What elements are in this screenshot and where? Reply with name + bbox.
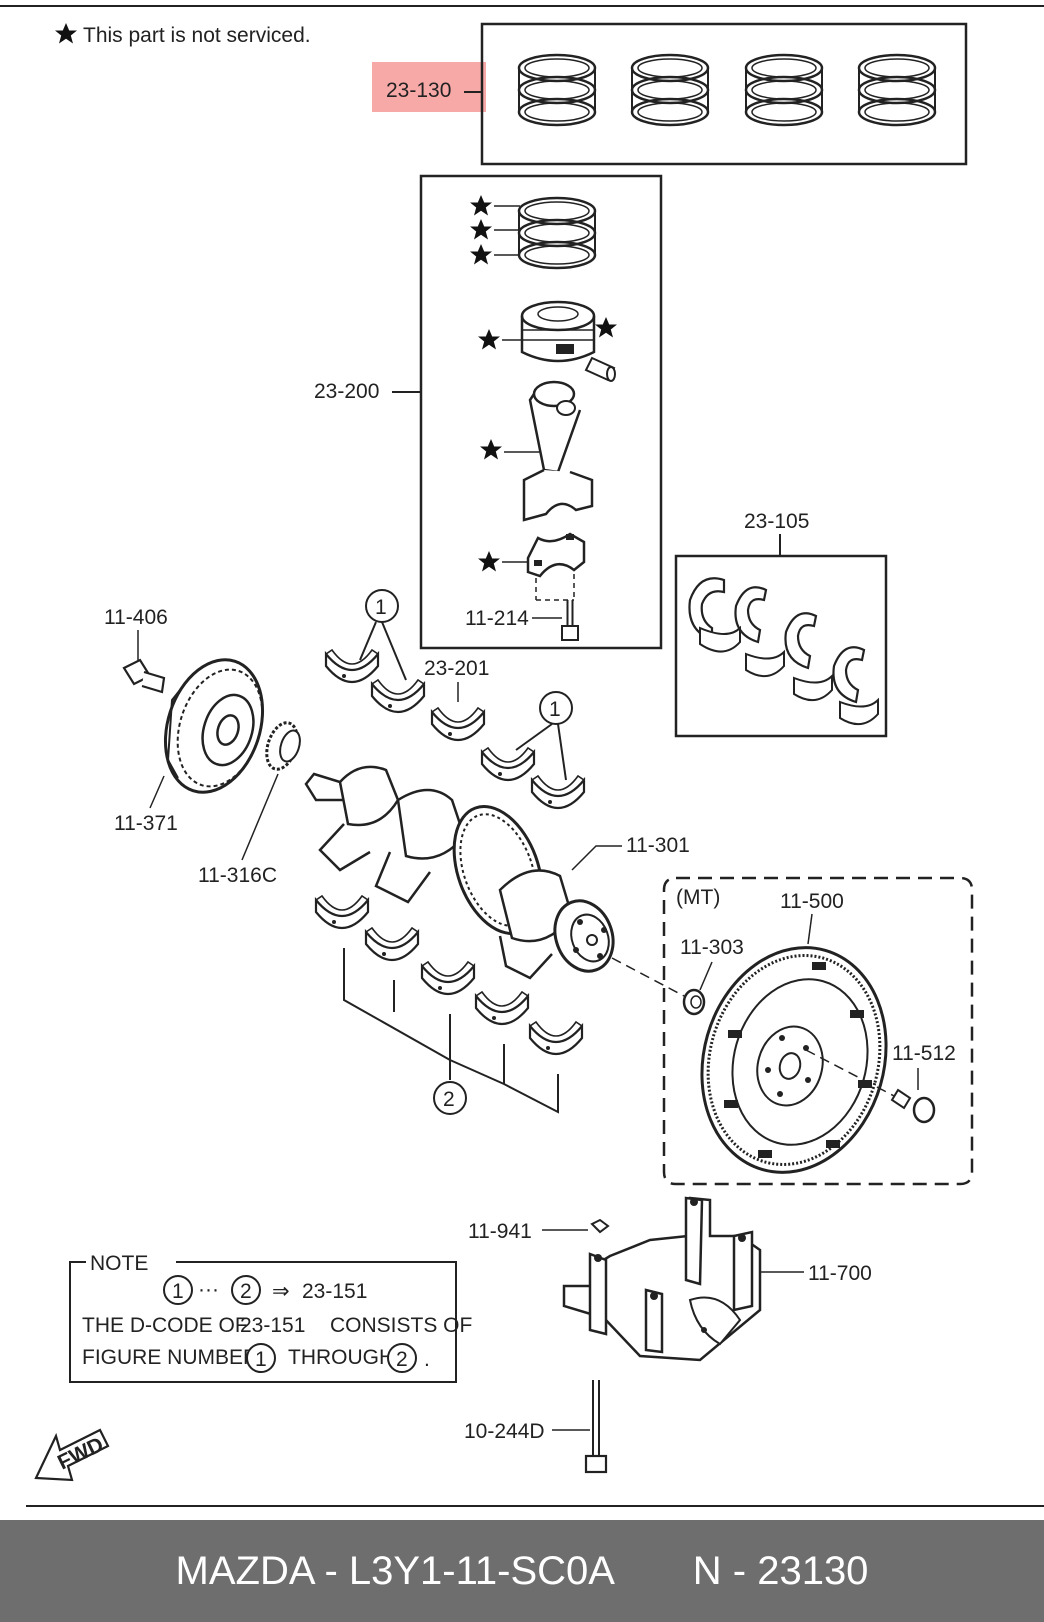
upper-main-bearing[interactable] bbox=[530, 774, 586, 810]
connecting-rod-cap[interactable] bbox=[526, 532, 586, 578]
piston-rings[interactable] bbox=[519, 198, 595, 268]
piston-ring-set-4[interactable] bbox=[859, 55, 935, 125]
circle-2-lower: 2 bbox=[343, 948, 559, 1115]
upper-main-bearing[interactable] bbox=[370, 678, 426, 714]
label-11-941[interactable]: 11-941 bbox=[468, 1220, 532, 1243]
note-dots: ··· bbox=[198, 1278, 219, 1301]
svg-text:.: . bbox=[424, 1348, 430, 1371]
exploded-parts-diagram: This part is not serviced. 23-130 bbox=[0, 5, 1044, 1507]
note-code-2: 23-151 bbox=[240, 1314, 305, 1337]
label-11-700[interactable]: 11-700 bbox=[808, 1262, 872, 1285]
lower-main-bearing[interactable] bbox=[314, 894, 370, 930]
label-23-200[interactable]: 23-200 bbox=[314, 380, 379, 403]
label-23-105[interactable]: 23-105 bbox=[744, 510, 809, 533]
piston-ring-sets-box bbox=[480, 22, 968, 166]
note-line2-pre: THE D-CODE OF bbox=[82, 1314, 248, 1337]
piston-ring-set-1[interactable] bbox=[519, 55, 595, 125]
thrust-washer-set[interactable] bbox=[688, 577, 879, 725]
note-code-1: 23-151 bbox=[302, 1280, 367, 1303]
star-icon bbox=[478, 551, 500, 572]
label-23-201[interactable]: 23-201 bbox=[424, 657, 489, 680]
main-bearing-support[interactable] bbox=[562, 1196, 762, 1362]
note-arrow: ⇒ bbox=[272, 1280, 290, 1303]
label-11-301[interactable]: 11-301 bbox=[626, 834, 690, 857]
highlight-23-130 bbox=[372, 62, 486, 112]
svg-text:1: 1 bbox=[549, 698, 561, 721]
piston-conrod-assembly-box: 11-214 bbox=[419, 174, 663, 650]
thrust-bearing-upper[interactable] bbox=[430, 706, 486, 742]
note-title: NOTE bbox=[90, 1252, 148, 1275]
flywheel[interactable] bbox=[676, 926, 912, 1195]
piston-pin[interactable] bbox=[584, 356, 616, 382]
footer-text: MAZDA - L3Y1-11-SC0A N - 23130 bbox=[0, 1520, 1044, 1622]
lower-main-bearing[interactable] bbox=[364, 926, 420, 962]
note-line2-post: CONSISTS OF bbox=[330, 1314, 472, 1337]
note-box: NOTE 1 ··· 2 ⇒ 23-151 THE D-CODE OF 23-1… bbox=[69, 1252, 472, 1383]
piston[interactable] bbox=[520, 300, 596, 363]
manual-transmission-box: (MT) 11-500 11-303 1 bbox=[611, 876, 974, 1195]
pulley-bolt[interactable] bbox=[122, 658, 166, 694]
star-icon bbox=[470, 219, 492, 240]
thrust-bearing-box: 23-105 bbox=[674, 510, 888, 738]
fwd-arrow-icon: FWD bbox=[34, 1428, 110, 1482]
label-11-316c[interactable]: 11-316C bbox=[198, 864, 277, 887]
label-11-406[interactable]: 11-406 bbox=[104, 606, 168, 629]
svg-text:1: 1 bbox=[172, 1280, 184, 1303]
lower-main-bearing[interactable] bbox=[420, 960, 476, 996]
star-icon bbox=[480, 439, 502, 460]
piston-ring-set-3[interactable] bbox=[746, 55, 822, 125]
piston-ring-set-2[interactable] bbox=[632, 55, 708, 125]
star-icon bbox=[470, 244, 492, 265]
pilot-bearing[interactable] bbox=[682, 988, 706, 1016]
star-legend-icon bbox=[55, 23, 77, 44]
footer-code: N - 23130 bbox=[692, 1548, 869, 1593]
upper-main-bearing[interactable] bbox=[324, 648, 380, 684]
label-mt: (MT) bbox=[676, 886, 720, 909]
label-10-244d[interactable]: 10-244D bbox=[464, 1420, 545, 1443]
note-line3-pre: FIGURE NUMBERS bbox=[82, 1346, 272, 1369]
svg-text:1: 1 bbox=[255, 1348, 267, 1371]
star-icon bbox=[595, 317, 617, 338]
timing-sprocket[interactable] bbox=[261, 719, 303, 773]
flywheel-bolt[interactable] bbox=[890, 1088, 936, 1124]
footer-brand: MAZDA - L3Y1-11-SC0A bbox=[175, 1548, 615, 1593]
label-23-130[interactable]: 23-130 bbox=[386, 79, 451, 102]
crankshaft[interactable] bbox=[304, 765, 623, 980]
lower-main-bearing[interactable] bbox=[474, 990, 530, 1026]
rod-bolt[interactable] bbox=[561, 600, 579, 641]
svg-text:2: 2 bbox=[396, 1348, 408, 1371]
star-icon bbox=[470, 195, 492, 216]
main-bearing-bolt[interactable] bbox=[584, 1380, 608, 1474]
circle-1-right: 1 bbox=[515, 691, 573, 781]
footer-bar: MAZDA - L3Y1-11-SC0A N - 23130 bbox=[0, 1520, 1044, 1622]
legend-note: This part is not serviced. bbox=[83, 24, 311, 47]
label-11-303[interactable]: 11-303 bbox=[680, 936, 744, 959]
label-11-500[interactable]: 11-500 bbox=[780, 890, 844, 913]
label-11-371[interactable]: 11-371 bbox=[114, 812, 178, 835]
upper-main-bearing[interactable] bbox=[480, 746, 536, 782]
connecting-rod[interactable] bbox=[522, 380, 594, 522]
label-11-512[interactable]: 11-512 bbox=[892, 1042, 956, 1065]
lower-main-bearing[interactable] bbox=[528, 1020, 584, 1056]
crankshaft-pulley[interactable] bbox=[149, 647, 279, 805]
svg-text:2: 2 bbox=[443, 1088, 455, 1111]
star-icon bbox=[478, 329, 500, 350]
label-11-214[interactable]: 11-214 bbox=[465, 607, 529, 630]
circle-1-upper: 1 bbox=[359, 589, 407, 681]
note-line3-mid: THROUGH bbox=[288, 1346, 394, 1369]
svg-text:2: 2 bbox=[240, 1280, 252, 1303]
knock-pin[interactable] bbox=[590, 1218, 610, 1234]
svg-text:1: 1 bbox=[375, 596, 387, 619]
